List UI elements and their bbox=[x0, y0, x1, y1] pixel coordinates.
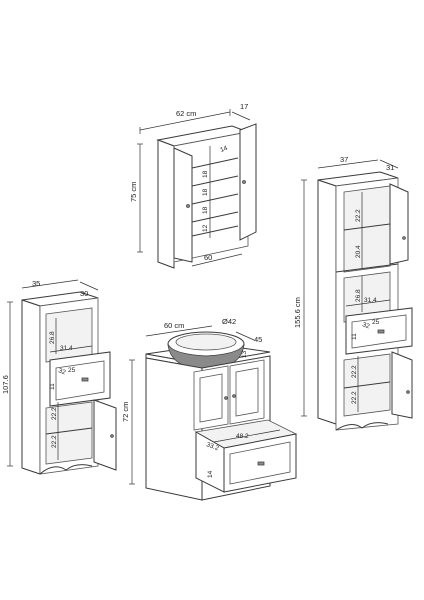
handle-knob-icon bbox=[402, 236, 406, 240]
tall-left-lower-opening bbox=[45, 401, 93, 465]
handle-knob-icon bbox=[224, 396, 228, 400]
handle-knob-icon bbox=[232, 394, 236, 398]
wall-cabinet-shelf-2: 18 bbox=[202, 170, 209, 178]
tall-right-width: 37 bbox=[340, 155, 348, 164]
drawer-logo-icon bbox=[81, 377, 89, 382]
wall-cabinet: 62 cm 17 75 cm 14 18 18 18 12 60 bbox=[129, 102, 257, 269]
tall-left-width: 35 bbox=[32, 279, 40, 288]
tall-right-upper-opening bbox=[343, 185, 391, 273]
tall-right-inner-width: 31.4 bbox=[364, 297, 377, 304]
vanity-right-door-panel bbox=[235, 367, 259, 417]
vanity-unit: 60 cm Ø42 45 13 72 cm 48.2 33.2 14 bbox=[121, 317, 298, 501]
vanity-height: 72 cm bbox=[121, 402, 130, 422]
vanity-basin-diameter: Ø42 bbox=[222, 317, 236, 326]
wall-cabinet-depth: 17 bbox=[240, 102, 248, 111]
tall-right-side bbox=[317, 179, 337, 425]
drawer-logo-icon bbox=[257, 461, 265, 466]
tall-left-mid: 26.8 bbox=[49, 331, 56, 344]
tall-right-upper-door bbox=[389, 183, 409, 265]
vanity-basin-inner bbox=[175, 333, 237, 351]
tall-cabinet-right: 37 31 155.6 cm 22.2 20.4 26.8 31.4 32 25… bbox=[293, 155, 413, 431]
tall-left-height: 107.6 bbox=[1, 375, 10, 394]
wall-cabinet-shelf-5: 12 bbox=[202, 224, 209, 232]
tall-right-upper-2: 20.4 bbox=[355, 245, 362, 258]
vanity-drawer-width: 48.2 bbox=[236, 433, 249, 440]
wall-cabinet-left-door bbox=[173, 147, 193, 263]
drawer-logo-icon bbox=[377, 329, 385, 334]
tall-left-drawer-h: 11 bbox=[49, 383, 56, 390]
wall-cabinet-width: 62 cm bbox=[176, 109, 196, 118]
wall-cabinet-shelf-3: 18 bbox=[202, 188, 209, 196]
tall-left-side bbox=[21, 299, 41, 475]
vanity-left-door-panel bbox=[199, 373, 223, 423]
tall-left-drawer-b: 25 bbox=[68, 367, 76, 374]
tall-cabinet-left: 35 30 107.6 26.8 31.4 32 25 11 22.2 22.2 bbox=[1, 279, 117, 475]
tall-right-lower-2: 22.2 bbox=[351, 391, 358, 404]
tall-right-upper-1: 22.2 bbox=[355, 209, 362, 222]
tall-right-drawer-h: 11 bbox=[351, 333, 358, 340]
tall-left-lower-1: 22.2 bbox=[51, 407, 58, 420]
tall-left-drawer-front bbox=[55, 360, 105, 401]
tall-right-height: 155.6 cm bbox=[293, 297, 302, 328]
tall-right-drawer-b: 25 bbox=[372, 319, 380, 326]
handle-knob-icon bbox=[242, 180, 246, 184]
handle-knob-icon bbox=[110, 434, 114, 438]
vanity-basin-height: 13 bbox=[241, 350, 248, 358]
tall-right-mid: 26.8 bbox=[355, 289, 362, 302]
tall-left-lower-2: 22.2 bbox=[51, 435, 58, 448]
handle-knob-icon bbox=[186, 204, 190, 208]
tall-left-inner-width: 31.4 bbox=[60, 345, 73, 352]
tall-right-base bbox=[335, 422, 389, 431]
handle-knob-icon bbox=[406, 390, 410, 394]
wall-cabinet-inner-width: 60 bbox=[204, 253, 212, 262]
vanity-depth: 45 bbox=[254, 335, 262, 344]
tall-right-lower-door bbox=[391, 351, 413, 419]
wall-cabinet-shelf-4: 18 bbox=[202, 206, 209, 214]
vanity-drawer-side bbox=[195, 431, 225, 493]
tall-left-base bbox=[39, 464, 93, 475]
wall-cabinet-shelf-1: 14 bbox=[219, 145, 229, 154]
tall-left-depth: 30 bbox=[80, 289, 88, 298]
tall-left-drawer-a: 32 bbox=[57, 367, 67, 376]
tall-right-lower-1: 22.2 bbox=[351, 365, 358, 378]
tall-right-drawer-a: 32 bbox=[361, 321, 371, 330]
tall-right-depth: 31 bbox=[386, 163, 394, 172]
vanity-width: 60 cm bbox=[164, 321, 184, 330]
wall-cabinet-right-door bbox=[239, 123, 257, 241]
wall-cabinet-height: 75 cm bbox=[129, 182, 138, 202]
vanity-drawer-height: 14 bbox=[207, 470, 214, 478]
tall-left-door bbox=[93, 399, 117, 471]
wall-cabinet-side bbox=[157, 139, 175, 269]
vanity-drawer-depth: 33.2 bbox=[205, 441, 220, 452]
